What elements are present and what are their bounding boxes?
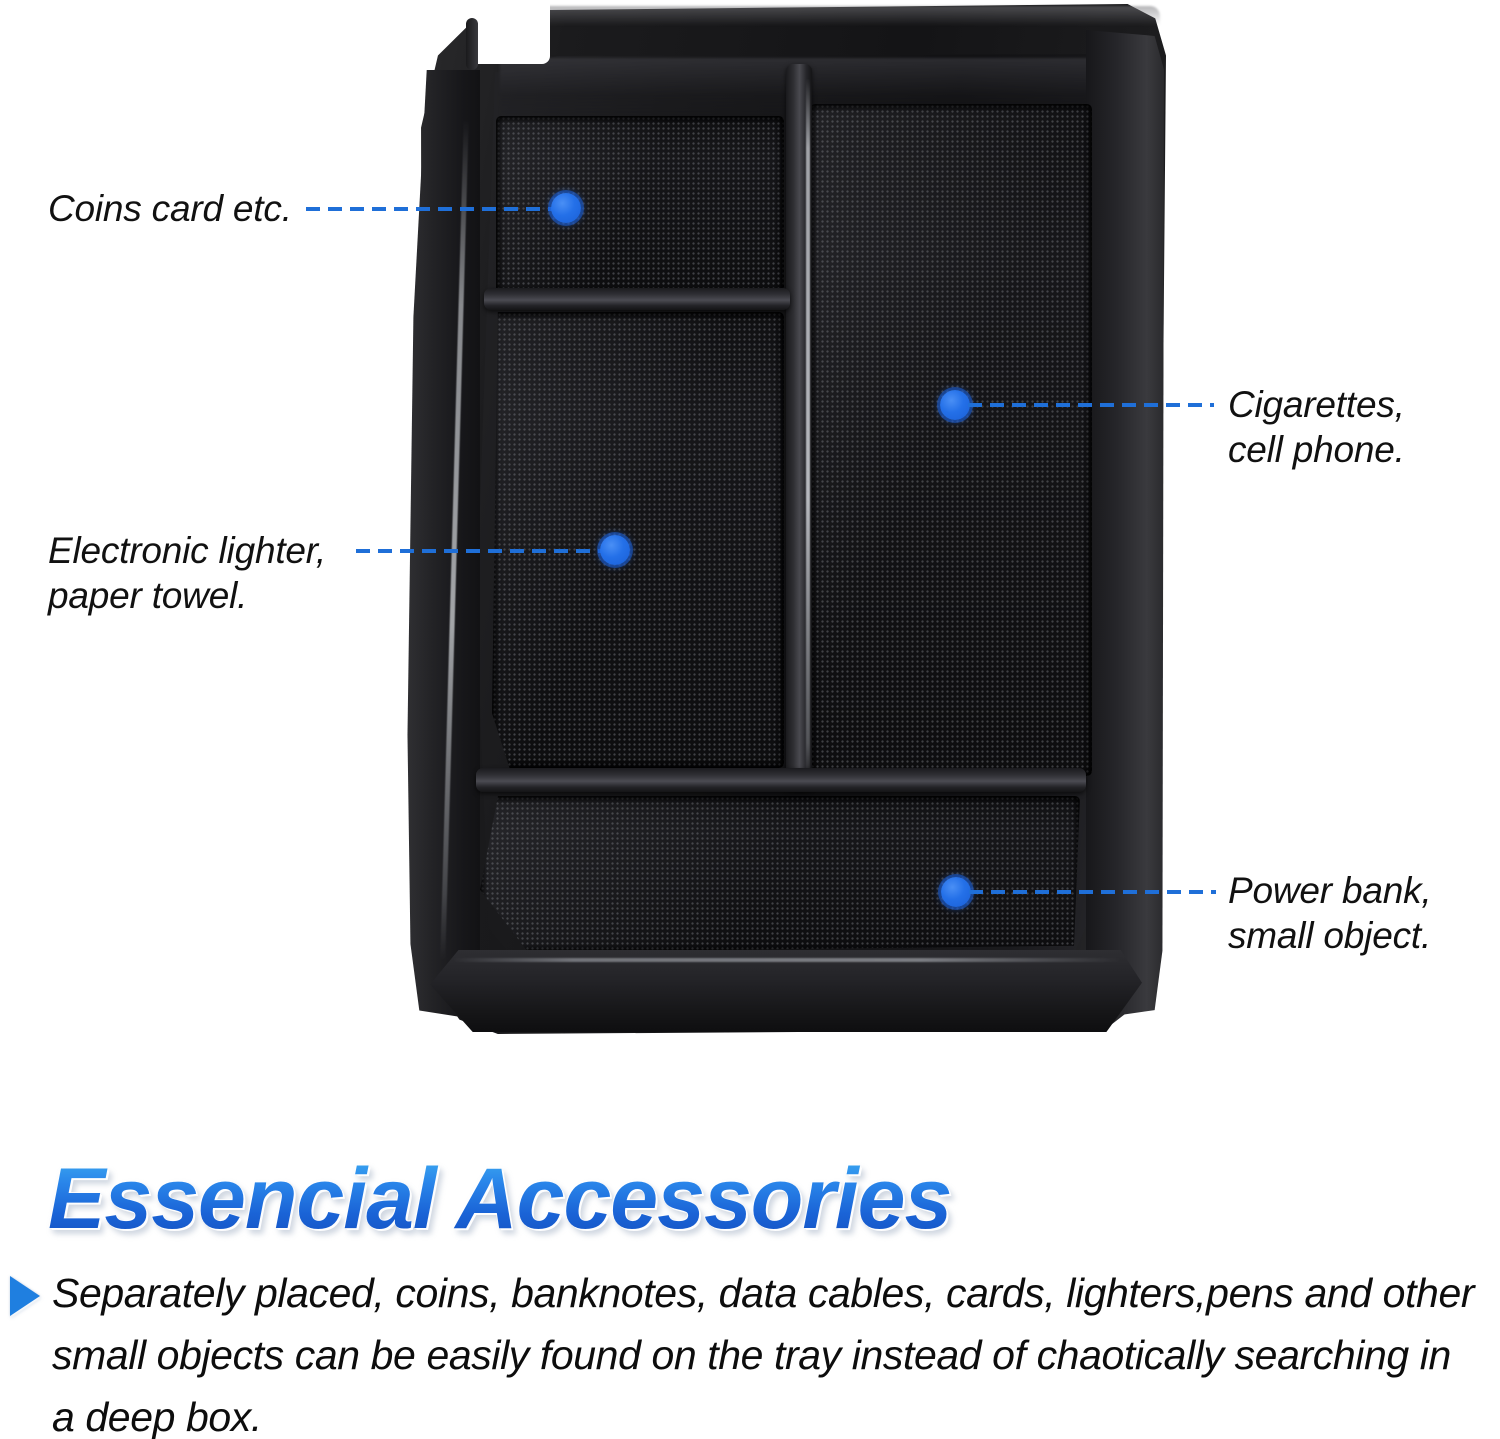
tray-top-rim xyxy=(530,6,1160,26)
marker-dot-powerbank xyxy=(941,877,971,907)
leader-line-cigarettes xyxy=(968,403,1214,407)
feature-description: Separately placed, coins, banknotes, dat… xyxy=(52,1270,1475,1439)
marker-dot-coins xyxy=(551,193,581,223)
tray-front-lip xyxy=(430,950,1142,1032)
leader-line-powerbank xyxy=(969,890,1216,894)
leader-line-coins xyxy=(306,207,556,211)
marker-dot-cigarettes xyxy=(940,390,970,420)
divider-rib-upper-horizontal xyxy=(484,288,790,310)
play-triangle-icon xyxy=(10,1276,40,1316)
marker-dot-lighter xyxy=(600,535,630,565)
callout-label-lighter: Electronic lighter, paper towel. xyxy=(48,530,326,616)
callout-label-cigarettes: Cigarettes, cell phone. xyxy=(1228,384,1405,470)
tray-top-left-notch-edge xyxy=(466,18,478,70)
page-title: Essencial Accessories xyxy=(48,1151,952,1247)
product-photo: Coins card etc. Electronic lighter, pape… xyxy=(48,0,1432,1034)
compartment-power-bank xyxy=(480,796,1080,952)
leader-line-lighter xyxy=(356,549,606,553)
tray-front-lip-highlight xyxy=(452,958,1122,962)
compartment-lighter-paper-towel xyxy=(492,312,784,768)
compartment-coins-card xyxy=(496,116,784,294)
callout-label-powerbank: Power bank, small object. xyxy=(1228,870,1432,956)
divider-rib-vertical-highlight xyxy=(806,78,810,778)
callout-label-coins: Coins card etc. xyxy=(48,188,292,229)
divider-rib-lower-horizontal xyxy=(476,768,1086,792)
feature-bullet-row: Separately placed, coins, banknotes, dat… xyxy=(10,1262,1480,1439)
tray-top-left-notch xyxy=(472,0,550,64)
compartment-cigarettes-phone xyxy=(810,104,1092,776)
tray-right-wall xyxy=(1086,30,1164,1020)
